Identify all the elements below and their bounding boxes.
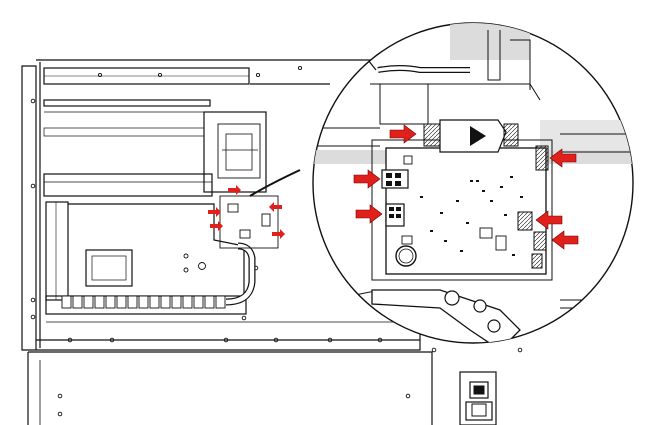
main-board: [219, 169, 301, 249]
red-callout-arrow: [535, 210, 563, 230]
red-callout-arrow: [551, 230, 579, 250]
power-switch: [471, 385, 487, 417]
red-callout-arrow: [353, 169, 381, 189]
main-view-arrows: [208, 185, 285, 239]
red-callout-arrow: [355, 204, 383, 224]
red-callout-arrow: [549, 148, 577, 168]
callout-arrows: [353, 124, 579, 250]
cable-chain: [61, 242, 256, 309]
fixing-holes: [30, 65, 523, 417]
red-callout-arrow: [389, 124, 417, 144]
magnifier-detail: [312, 22, 634, 344]
